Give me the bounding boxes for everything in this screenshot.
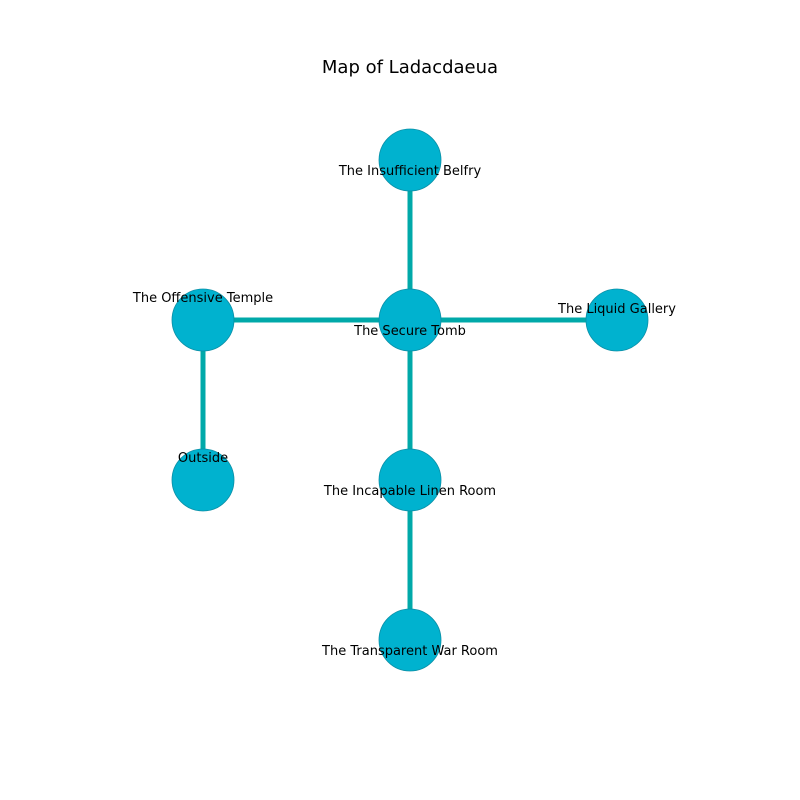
room-label-tomb: The Secure Tomb (353, 324, 466, 339)
room-node-gallery[interactable] (585, 288, 649, 352)
room-node-tomb[interactable] (378, 288, 442, 352)
room-label-gallery: The Liquid Gallery (557, 302, 676, 317)
room-label-outside: Outside (178, 451, 228, 466)
room-label-belfry: The Insufficient Belfry (338, 164, 482, 179)
room-label-temple: The Offensive Temple (132, 291, 273, 306)
passages-layer (200, 160, 617, 640)
room-node-temple[interactable] (171, 288, 235, 352)
rooms-layer (171, 128, 649, 672)
room-node-belfry[interactable] (378, 128, 442, 192)
room-label-linen: The Incapable Linen Room (323, 484, 496, 499)
room-node-outside[interactable] (171, 448, 235, 512)
room-node-linen[interactable] (378, 448, 442, 512)
map-title: Map of Ladacdaeua (322, 57, 498, 78)
room-node-warroom[interactable] (378, 608, 442, 672)
room-label-warroom: The Transparent War Room (321, 644, 498, 659)
